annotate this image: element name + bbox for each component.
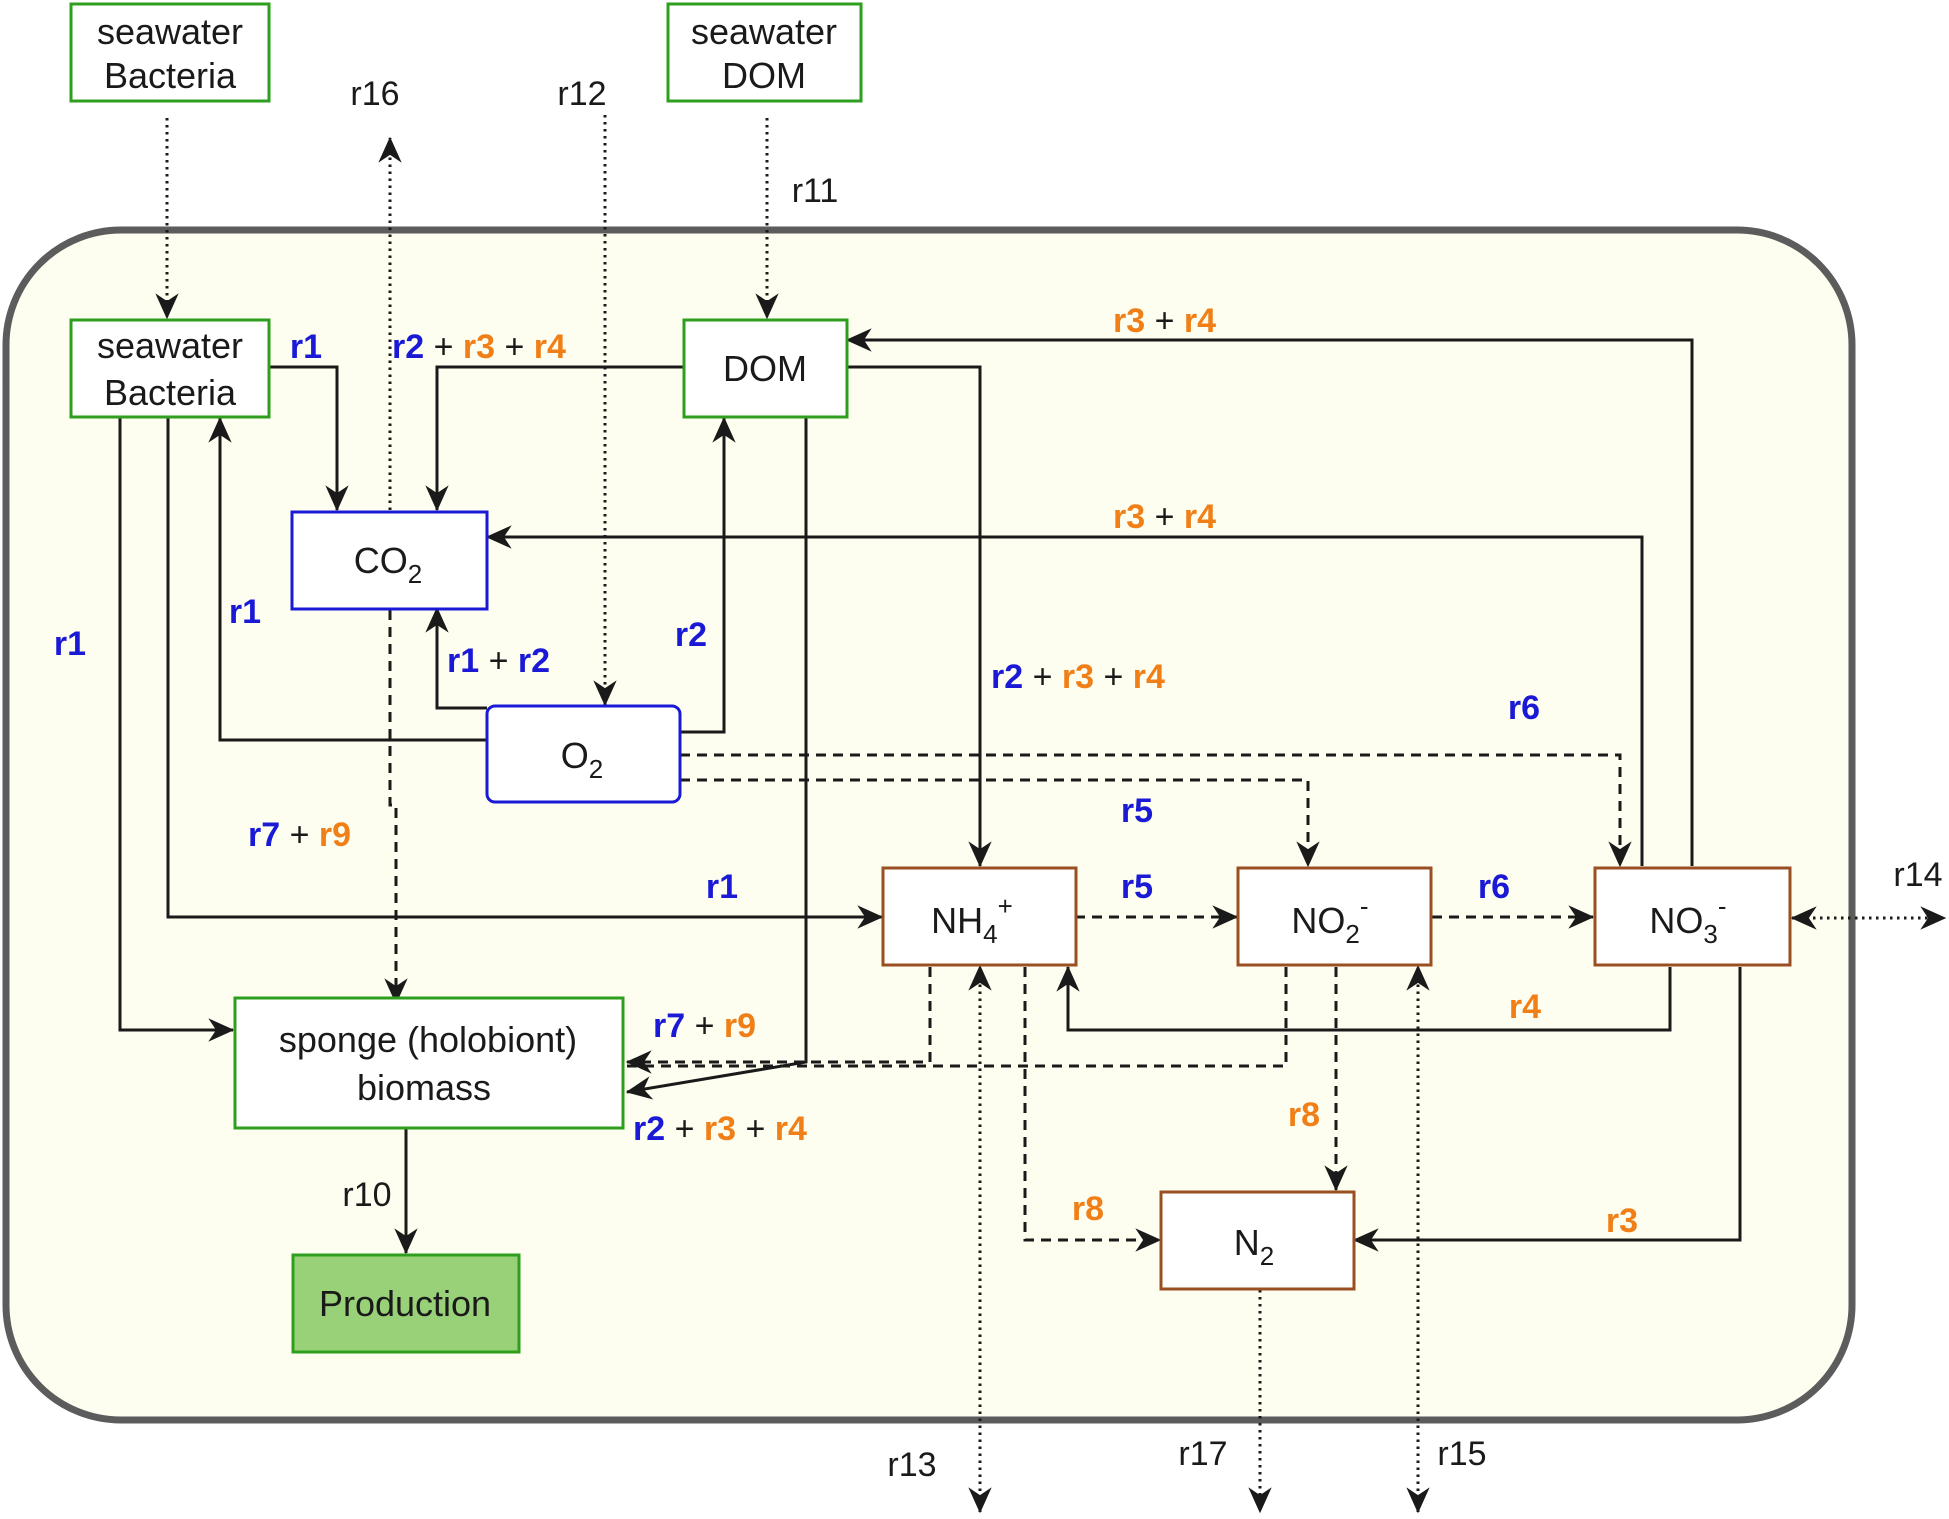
label-r14: r14: [1893, 856, 1942, 894]
nh4-label: NH: [931, 900, 983, 941]
no2-sub: 2: [1345, 919, 1359, 949]
reaction-labels: r1 r2 + r3 + r4 r3 + r4 r3 + r4 r1 r1 r1…: [54, 302, 1638, 1240]
no3-sub: 3: [1703, 919, 1717, 949]
ext-dom-line1: seawater: [691, 11, 837, 52]
rlabel-no3-nh4: r4: [1509, 988, 1541, 1026]
rlabel-no3-dom: r3 + r4: [1113, 302, 1216, 340]
node-no3: NO3-: [1593, 866, 1792, 967]
node-n2: N2: [1159, 1190, 1356, 1291]
no2-label: NO: [1291, 900, 1345, 941]
node-bacteria: seawater Bacteria: [69, 318, 271, 419]
external-labels: r16 r12 r11 r14 r13 r17 r15 r10: [342, 75, 1942, 1484]
edge-dom-to-nh4: [847, 365, 992, 868]
node-dom: DOM: [682, 318, 849, 419]
edge-bacteria-to-biomass-r1: [118, 418, 235, 1042]
node-biomass: sponge (holobiont) biomass: [233, 996, 625, 1130]
rlabel-o2-no3: r6: [1508, 689, 1540, 727]
nh4-sup: +: [998, 891, 1013, 921]
rlabel-o2-bacteria: r1: [229, 593, 261, 631]
rlabel-bacteria-biomass: r1: [54, 625, 86, 663]
rlabel-no2-no3: r6: [1478, 868, 1510, 906]
co2-label: CO: [354, 540, 408, 581]
svg-text:O2: O2: [561, 735, 603, 784]
biomass-line2: biomass: [357, 1067, 491, 1108]
edge-o2-to-bacteria-r1: [208, 416, 487, 742]
rlabel-o2-no2: r5: [1121, 792, 1153, 830]
nh4-sub: 4: [983, 919, 997, 949]
ext-bacteria-line1: seawater: [97, 11, 243, 52]
node-o2: O2: [485, 704, 682, 804]
node-ext-bacteria: seawater Bacteria: [69, 2, 271, 103]
rlabel-nh4-biomass: r7 + r9: [653, 1007, 756, 1045]
rlabel-o2-dom: r2: [675, 616, 707, 654]
label-r15: r15: [1437, 1435, 1486, 1473]
rlabel-co2-biomass: r7 + r9: [248, 816, 351, 854]
rlabel-no2-n2: r8: [1288, 1096, 1320, 1134]
n2-label: N: [1234, 1222, 1260, 1263]
no2-sup: -: [1360, 891, 1369, 921]
ext-bacteria-line2: Bacteria: [104, 55, 237, 96]
edge-dom-to-co2: [425, 365, 683, 512]
n2-sub: 2: [1260, 1241, 1274, 1271]
production-label: Production: [319, 1283, 491, 1324]
svg-text:CO2: CO2: [354, 540, 422, 589]
label-r17: r17: [1178, 1435, 1227, 1473]
edge-o2-to-no3-r6: [680, 753, 1632, 868]
label-r16: r16: [350, 75, 399, 113]
rlabel-dom-co2: r2 + r3 + r4: [392, 328, 566, 366]
edges: [118, 115, 1947, 1514]
label-r10: r10: [342, 1176, 391, 1214]
edge-o2-to-dom-r2: [680, 416, 736, 734]
rlabel-nh4-n2: r8: [1072, 1190, 1104, 1228]
rlabel-dom-biomass: r2 + r3 + r4: [633, 1110, 807, 1148]
rlabel-no3-n2: r3: [1606, 1202, 1638, 1240]
label-r12: r12: [557, 75, 606, 113]
edge-bacteria-to-nh4-r1: [166, 418, 884, 929]
rlabel-no3-co2: r3 + r4: [1113, 498, 1216, 536]
no3-sup: -: [1718, 891, 1727, 921]
ext-dom-line2: DOM: [722, 55, 806, 96]
edge-bacteria-to-co2-r1: [270, 365, 349, 512]
o2-label: O: [561, 735, 589, 776]
edge-nh4-to-biomass: [625, 967, 932, 1074]
svg-text:NH4+: NH4+: [931, 891, 1013, 949]
edge-no3-to-nh4-r4: [1056, 965, 1672, 1032]
svg-text:NO3-: NO3-: [1649, 891, 1726, 949]
no3-label: NO: [1649, 900, 1703, 941]
edge-nh4-to-n2-r8: [1023, 967, 1162, 1252]
edge-o2-to-co2: [425, 606, 487, 710]
rlabel-bacteria-nh4: r1: [706, 868, 738, 906]
edge-no3-to-dom: [845, 328, 1694, 866]
svg-text:NO2-: NO2-: [1291, 891, 1368, 949]
node-nh4: NH4+: [881, 866, 1078, 967]
bacteria-line2: Bacteria: [104, 372, 237, 413]
rlabel-o2-co2: r1 + r2: [447, 642, 550, 680]
rlabel-bacteria-co2: r1: [290, 328, 322, 366]
o2-sub: 2: [589, 754, 603, 784]
biomass-line1: sponge (holobiont): [279, 1019, 577, 1060]
edge-dom-to-biomass: [625, 418, 808, 1100]
dom-label: DOM: [723, 348, 807, 389]
rlabel-nh4-no2: r5: [1121, 868, 1153, 906]
edge-no3-to-n2-r3: [1352, 967, 1742, 1252]
label-r13: r13: [887, 1446, 936, 1484]
label-r11: r11: [792, 172, 839, 210]
node-ext-dom: seawater DOM: [666, 2, 863, 103]
node-co2: CO2: [290, 510, 489, 611]
co2-sub: 2: [408, 559, 422, 589]
bacteria-line1: seawater: [97, 325, 243, 366]
edge-no3-to-co2: [485, 525, 1644, 866]
node-production: Production: [291, 1253, 521, 1354]
rlabel-dom-nh4: r2 + r3 + r4: [991, 658, 1165, 696]
node-no2: NO2-: [1236, 866, 1433, 967]
edge-o2-to-no2-r5: [680, 778, 1320, 868]
svg-text:N2: N2: [1234, 1222, 1274, 1271]
